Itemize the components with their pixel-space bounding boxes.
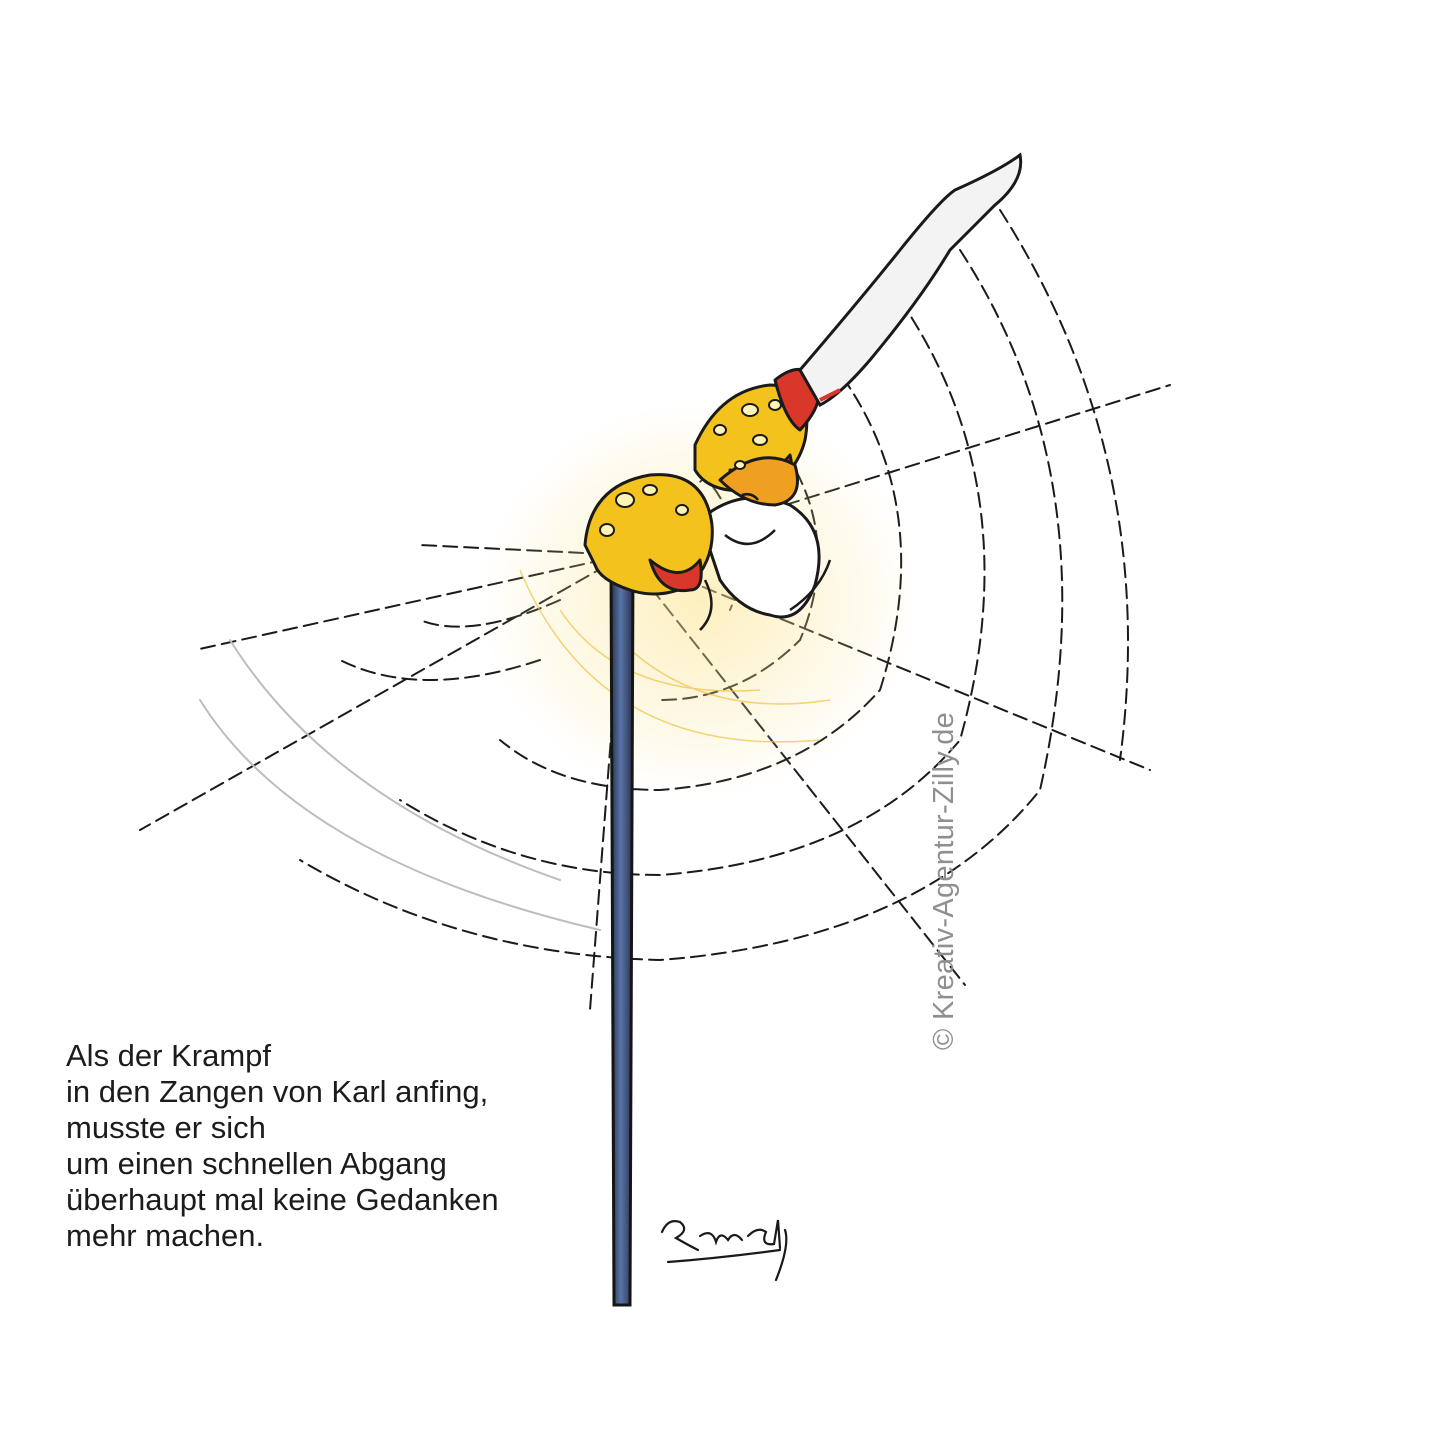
signature xyxy=(660,1219,788,1282)
poem-line: überhaupt mal keine Gedanken xyxy=(66,1182,499,1217)
pole xyxy=(604,537,640,1307)
ant-karl xyxy=(583,368,832,631)
poem-line: Als der Krampf xyxy=(66,1038,272,1073)
poem-line: mehr machen. xyxy=(66,1218,265,1253)
poem-line: musste er sich xyxy=(66,1110,266,1145)
poem-line: in den Zangen von Karl anfing, xyxy=(66,1074,489,1109)
poem-line: um einen schnellen Abgang xyxy=(66,1146,447,1181)
copyright-watermark: © Kreativ-Agentur-Zilly.de xyxy=(928,711,960,1050)
ant-leg xyxy=(798,152,1023,407)
